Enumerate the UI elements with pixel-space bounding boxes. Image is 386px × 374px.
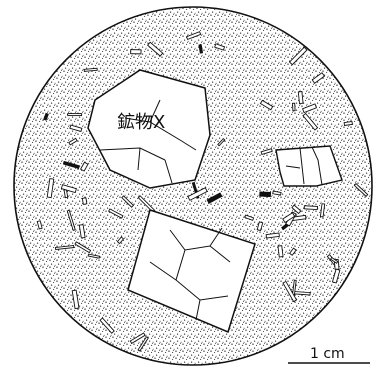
groundmass-crystal [293,103,296,111]
groundmass-crystal [304,206,317,210]
groundmass-crystal [344,121,352,125]
groundmass-crystal [260,192,271,197]
groundmass-crystal [131,50,141,54]
scale-label: 1 cm [310,346,345,362]
groundmass-crystal [278,246,283,257]
groundmass-crystal [298,92,303,104]
right-phenocryst [276,146,342,186]
groundmass-crystal [82,198,87,205]
groundmass-crystal [68,114,82,116]
mineral-x-label: 鉱物X [117,112,165,133]
